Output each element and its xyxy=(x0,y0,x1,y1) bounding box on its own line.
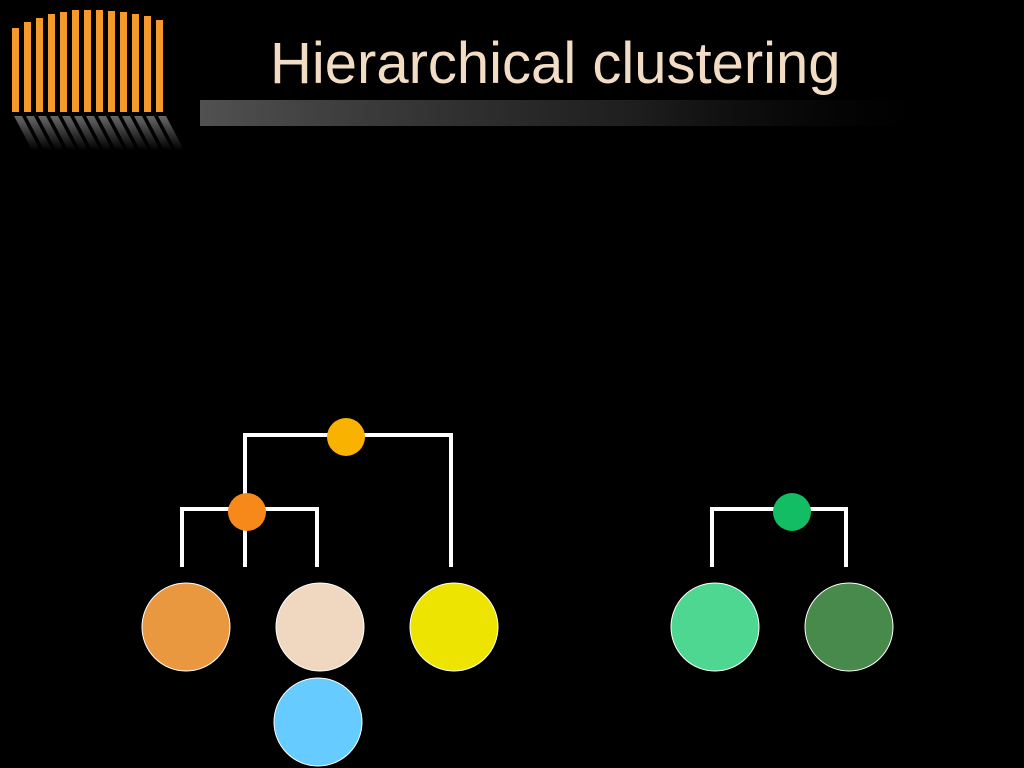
connectors xyxy=(180,433,848,567)
title-underline-bar xyxy=(200,100,920,126)
merge-nodes xyxy=(228,418,811,531)
leaf-orange xyxy=(141,582,231,672)
leaf-beige xyxy=(275,582,365,672)
green-merge-node xyxy=(773,493,811,531)
leaf-light-green xyxy=(670,582,760,672)
striped-column-logo-icon xyxy=(12,10,184,150)
leaf-blue xyxy=(273,677,363,767)
logo-bars xyxy=(12,10,163,112)
logo-reflection xyxy=(14,116,184,150)
leaf-nodes xyxy=(141,582,894,767)
leaf-yellow xyxy=(409,582,499,672)
slide-title: Hierarchical clustering xyxy=(270,31,841,96)
root-merge-node xyxy=(327,418,365,456)
leaf-dark-green xyxy=(804,582,894,672)
subcluster-merge-node xyxy=(228,493,266,531)
